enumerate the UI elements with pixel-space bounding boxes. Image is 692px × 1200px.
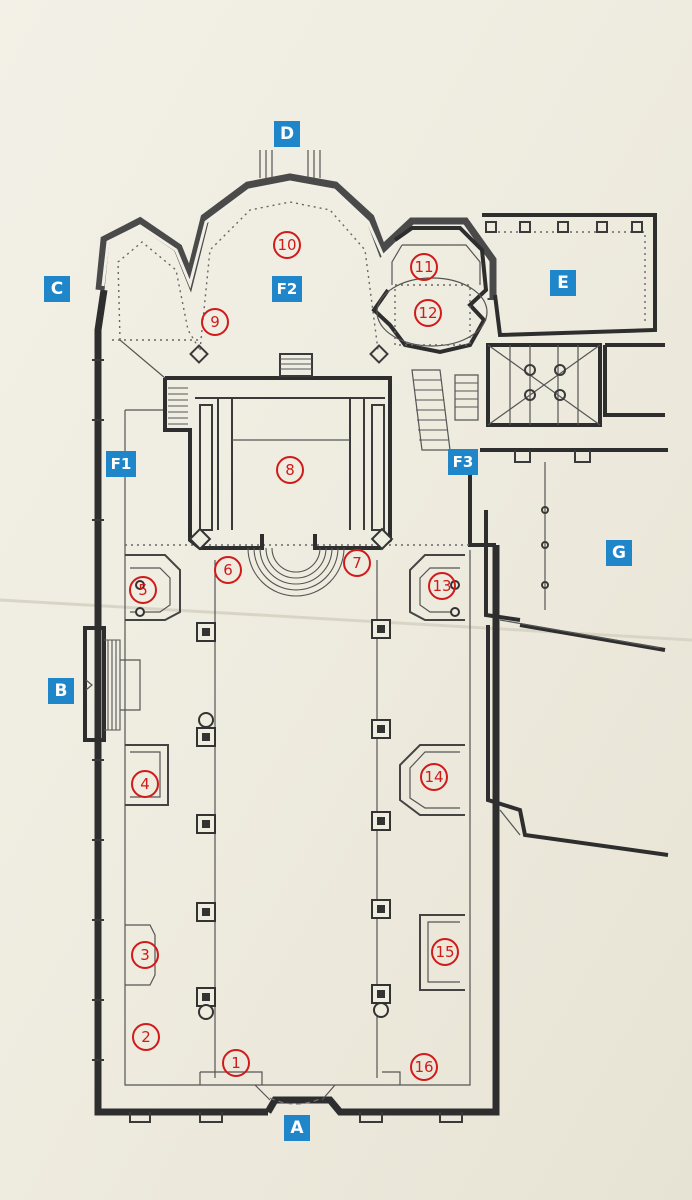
number-label-text: 6 (223, 561, 233, 579)
letter-label-b: B (48, 678, 74, 704)
pillar (196, 902, 216, 922)
letter-label-text: D (280, 124, 294, 144)
letter-label-f3: F3 (448, 449, 478, 475)
number-label-2: 2 (132, 1023, 160, 1051)
pillar (371, 719, 391, 739)
number-label-10: 10 (273, 231, 301, 259)
letter-label-e: E (550, 270, 576, 296)
pillar (371, 984, 391, 1004)
number-label-14: 14 (420, 763, 448, 791)
letter-label-f2: F2 (272, 276, 302, 302)
semicircular-steps (247, 547, 345, 597)
building-e (482, 213, 657, 338)
apse-entrance-d (259, 150, 321, 178)
number-label-text: 7 (352, 554, 362, 572)
apse-dotted (112, 201, 389, 379)
number-label-text: 13 (432, 577, 451, 595)
building-g (480, 343, 669, 857)
number-label-11: 11 (410, 253, 438, 281)
letter-label-d: D (274, 121, 300, 147)
number-label-text: 8 (285, 461, 295, 479)
number-label-text: 16 (414, 1058, 433, 1076)
number-label-5: 5 (129, 576, 157, 604)
number-label-text: 15 (435, 943, 454, 961)
side-altars (125, 554, 465, 1085)
number-label-text: 4 (140, 775, 150, 793)
choir-enclosure (163, 353, 394, 597)
letter-label-a: A (284, 1115, 310, 1141)
pillar (371, 811, 391, 831)
pillar (196, 622, 216, 642)
letter-label-text: C (51, 279, 63, 299)
number-label-text: 1 (231, 1054, 241, 1072)
pillar (196, 987, 216, 1007)
letter-label-text: G (612, 543, 626, 563)
number-label-text: 11 (414, 258, 433, 276)
pillar (371, 619, 391, 639)
number-label-1: 1 (222, 1049, 250, 1077)
number-label-15: 15 (431, 938, 459, 966)
number-label-8: 8 (276, 456, 304, 484)
letter-label-text: B (55, 681, 68, 701)
number-labels: 1 2 3 4 5 6 7 8 9 10 11 12 13 14 15 16 (129, 231, 459, 1081)
nave-pillars (135, 580, 460, 1020)
number-label-4: 4 (131, 770, 159, 798)
number-label-text: 3 (140, 946, 150, 964)
outer-walls (92, 173, 500, 1123)
number-label-text: 2 (141, 1028, 151, 1046)
letter-label-text: A (290, 1118, 304, 1138)
letter-label-f1: F1 (106, 451, 136, 477)
number-label-text: 9 (210, 313, 220, 331)
choir-stairs-left (168, 387, 188, 425)
number-label-12: 12 (414, 299, 442, 327)
side-door-b (83, 626, 141, 742)
letter-label-text: F3 (453, 453, 474, 471)
number-label-13: 13 (428, 572, 456, 600)
number-label-3: 3 (131, 941, 159, 969)
letter-label-text: E (557, 273, 569, 293)
number-label-6: 6 (214, 556, 242, 584)
number-label-text: 10 (277, 236, 296, 254)
number-label-7: 7 (343, 549, 371, 577)
pillar (196, 814, 216, 834)
letter-labels: A B C D E F1 F2 F3 G (44, 121, 632, 1141)
number-label-16: 16 (410, 1053, 438, 1081)
number-label-9: 9 (201, 308, 229, 336)
letter-label-c: C (44, 276, 70, 302)
pillar (196, 727, 216, 747)
letter-label-text: F1 (111, 455, 132, 473)
number-label-text: 5 (138, 581, 148, 599)
letter-label-g: G (606, 540, 632, 566)
number-label-text: 12 (418, 304, 437, 322)
choir-stairs-top (279, 353, 313, 377)
number-label-text: 14 (424, 768, 443, 786)
pillar (371, 899, 391, 919)
letter-label-text: F2 (277, 280, 298, 298)
